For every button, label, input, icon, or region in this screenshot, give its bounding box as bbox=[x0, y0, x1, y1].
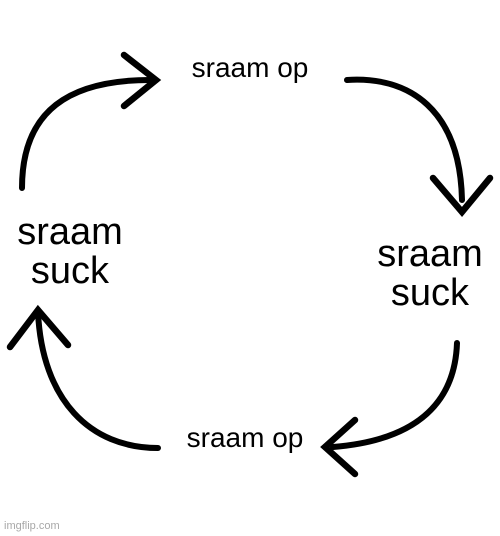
watermark: imgflip.com bbox=[4, 520, 60, 532]
cycle-node-bottom: sraam op bbox=[186, 422, 304, 453]
cycle-node-right: sraam suck bbox=[377, 233, 483, 315]
cycle-node-top: sraam op bbox=[191, 52, 309, 83]
arrow-top-to-right bbox=[344, 76, 494, 218]
arrow-right-to-bottom bbox=[320, 340, 460, 478]
arrow-bottom-to-left bbox=[6, 304, 161, 451]
arrow-left-to-top bbox=[19, 51, 162, 191]
cycle-node-left: sraam suck bbox=[17, 211, 123, 293]
